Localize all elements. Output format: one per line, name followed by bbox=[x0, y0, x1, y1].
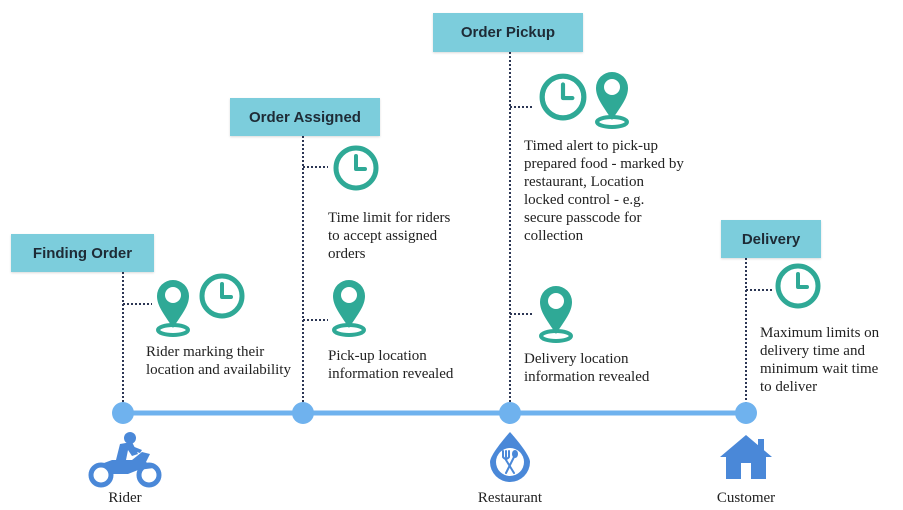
stage-4-description: Maximum limits on delivery time and mini… bbox=[760, 325, 880, 395]
endpoint-label-rider: Rider bbox=[108, 490, 142, 506]
stage-3-description-timed-alert: Timed alert to pick-up prepared food - m… bbox=[524, 138, 684, 244]
clock-icon bbox=[775, 263, 821, 309]
timeline-node-3 bbox=[499, 402, 521, 424]
location-pin-icon bbox=[332, 280, 366, 337]
location-pin-icon bbox=[156, 280, 190, 337]
endpoint-label-customer: Customer bbox=[716, 490, 776, 506]
timeline-node-2 bbox=[292, 402, 314, 424]
stage-label-delivery: Delivery bbox=[721, 220, 821, 258]
stage-label-order-pickup: Order Pickup bbox=[433, 13, 583, 52]
clock-icon bbox=[333, 145, 379, 191]
endpoint-label-restaurant: Restaurant bbox=[477, 490, 543, 506]
clock-icon bbox=[199, 273, 245, 319]
stage-2-description-pickup-location: Pick-up location information revealed bbox=[328, 348, 454, 382]
timeline-node-4 bbox=[735, 402, 757, 424]
motorcycle-rider-icon bbox=[88, 432, 162, 488]
location-pin-icon bbox=[595, 72, 629, 129]
clock-icon bbox=[539, 73, 587, 121]
location-pin-icon bbox=[539, 286, 573, 343]
stage-3-description-delivery-location: Delivery location information revealed bbox=[524, 351, 650, 385]
restaurant-utensils-icon bbox=[490, 432, 530, 482]
stage-label-finding-order: Finding Order bbox=[11, 234, 154, 272]
stage-1-description: Rider marking their location and availab… bbox=[146, 344, 291, 378]
stage-label-order-assigned: Order Assigned bbox=[230, 98, 380, 136]
timeline-node-1 bbox=[112, 402, 134, 424]
stage-2-description-time-limit: Time limit for riders to accept assigned… bbox=[328, 210, 451, 262]
house-icon bbox=[720, 435, 772, 479]
